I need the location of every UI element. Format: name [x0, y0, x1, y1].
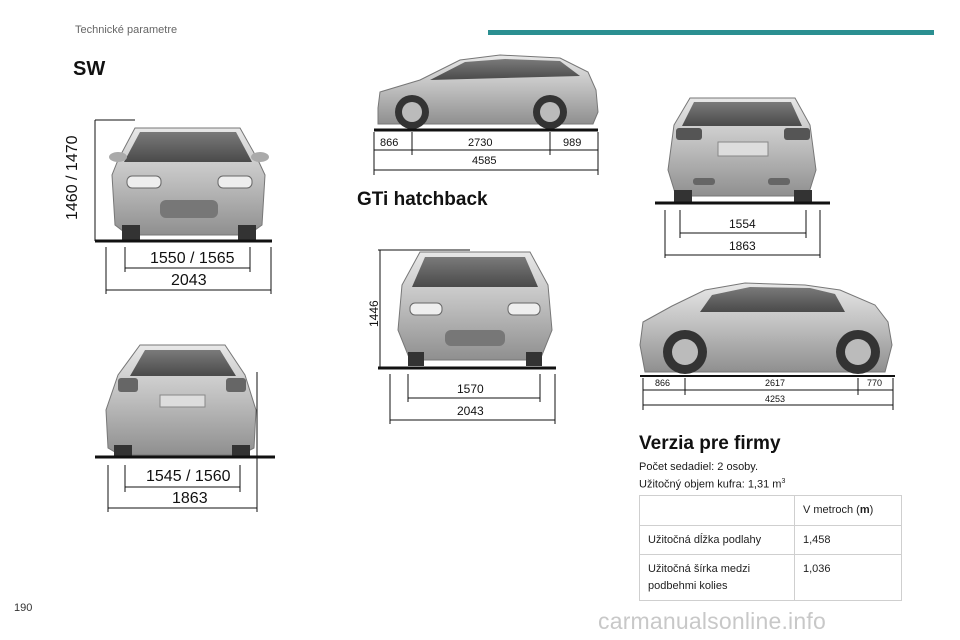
table-row: Užitočná dĺžka podlahy 1,458 [639, 524, 902, 555]
sw-front-track: 1550 / 1565 [150, 250, 235, 267]
table-header-empty [639, 495, 795, 526]
table-cell-value: 1,036 [794, 554, 902, 601]
business-spec-table: V metroch (m) Užitočná dĺžka podlahy 1,4… [639, 495, 902, 601]
gti-front-width: 2043 [457, 404, 484, 418]
gti-side-overhang-front: 866 [655, 378, 671, 388]
sw-side-overhang-rear: 989 [563, 137, 582, 149]
table-cell-value: 1,458 [794, 524, 902, 555]
sw-rear-car [105, 344, 257, 457]
gti-side-overhang-rear: 770 [867, 378, 883, 388]
table-row: Užitočná šírka medzi podbehmi kolies 1,0… [639, 554, 902, 601]
business-title: Verzia pre firmy [639, 433, 781, 454]
sw-front-width: 2043 [171, 272, 207, 289]
trunk-volume-unit-sup: 3 [781, 478, 786, 485]
business-seats: Počet sedadiel: 2 osoby. [639, 461, 759, 473]
sw-rear-width: 1863 [172, 490, 208, 507]
table-header-unit: V metroch (m) [794, 495, 902, 526]
gti-side-wheelbase: 2617 [765, 378, 786, 388]
table-cell-label: Užitočná šírka medzi podbehmi kolies [639, 554, 795, 601]
gti-rear-car [667, 97, 817, 204]
gti-side-length: 4253 [765, 394, 786, 404]
sw-side-overhang-front: 866 [380, 137, 399, 149]
gti-rear-width: 1863 [729, 239, 756, 253]
sw-rear-track: 1545 / 1560 [146, 468, 231, 485]
table-header-row: V metroch (m) [639, 495, 902, 526]
gti-front-car [397, 251, 553, 366]
business-trunk-volume: Užitočný objem kufra: 1,31 m3 [639, 478, 785, 491]
gti-rear-track: 1554 [729, 217, 756, 231]
gti-front-track: 1570 [457, 382, 484, 396]
sw-front-car [109, 127, 269, 241]
page-number: 190 [14, 602, 33, 614]
gti-front-height: 1446 [367, 300, 381, 327]
sw-front-height: 1460 / 1470 [64, 135, 81, 220]
sw-side-wheelbase: 2730 [468, 137, 493, 149]
sw-side-length: 4585 [472, 155, 497, 167]
trunk-volume-text: Užitočný objem kufra: 1,31 m [639, 478, 782, 491]
header-accent-bar [488, 30, 934, 35]
sw-title: SW [73, 58, 106, 80]
table-cell-label: Užitočná dĺžka podlahy [639, 524, 795, 555]
gti-side-car [639, 282, 893, 374]
gti-title: GTi hatchback [357, 189, 488, 210]
section-header: Technické parametre [75, 24, 178, 36]
watermark: carmanualsonline.info [598, 608, 826, 634]
sw-side-car [377, 54, 599, 129]
